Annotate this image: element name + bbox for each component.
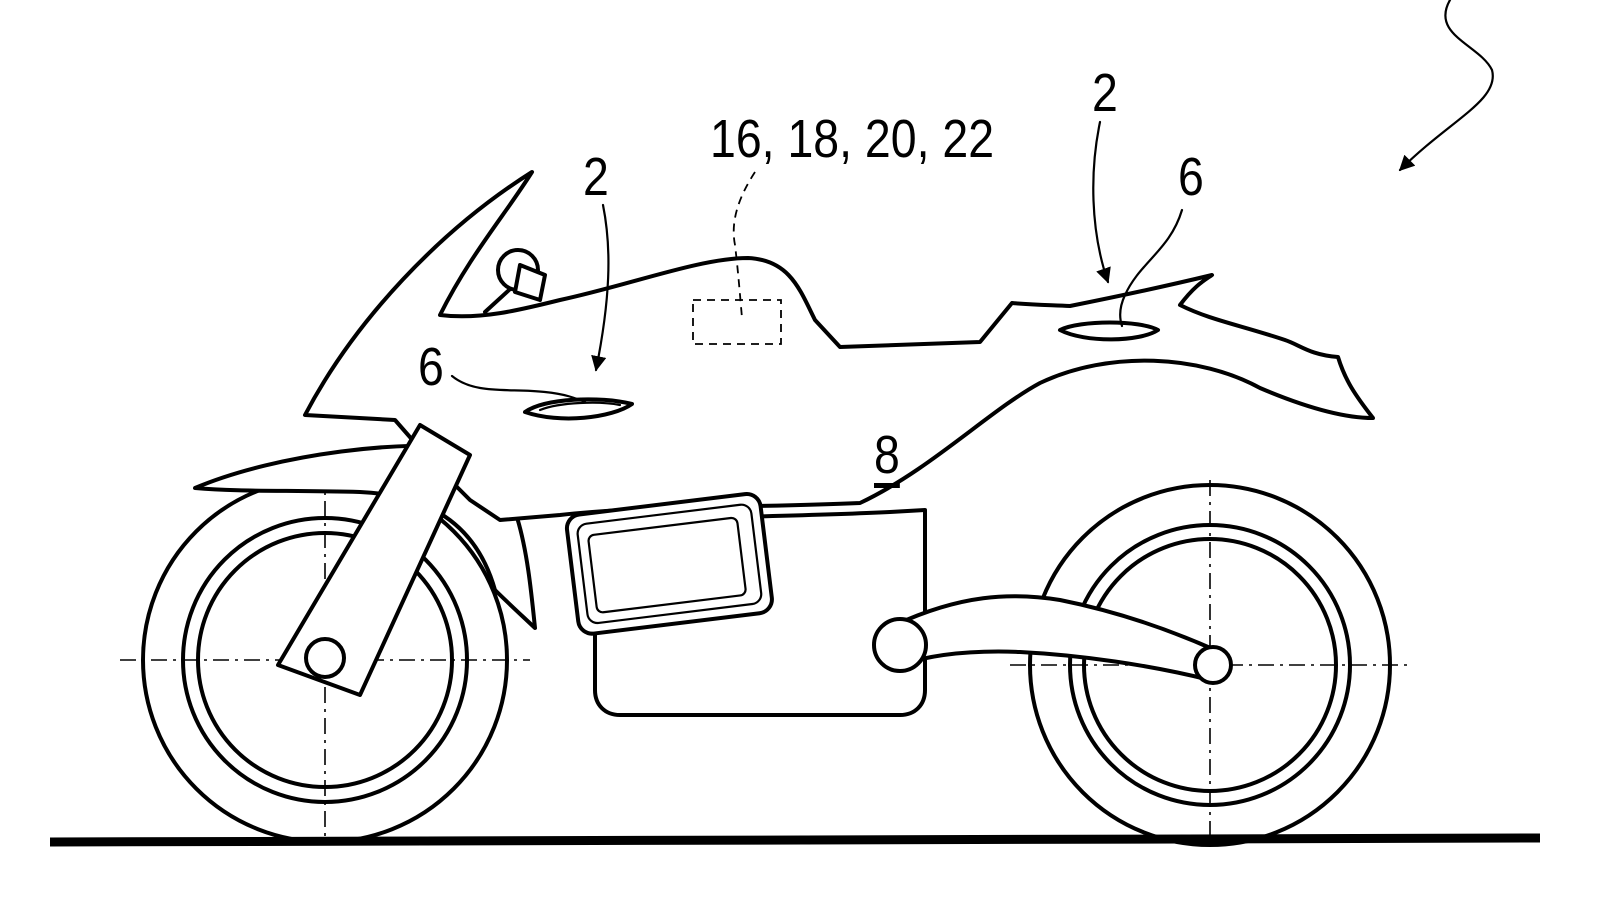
hidden-component-box	[692, 299, 782, 345]
engine-block	[564, 492, 927, 717]
label-2-rear: 2	[1092, 63, 1118, 123]
front-fork	[276, 423, 472, 697]
handlebar	[483, 248, 547, 314]
swingarm	[872, 594, 1233, 685]
reference-arrow-top-right	[1398, 0, 1494, 172]
leader-line-6-front	[450, 374, 587, 404]
label-2-front: 2	[583, 147, 609, 207]
label-8: 8	[874, 425, 900, 485]
leader-line-group	[732, 171, 756, 319]
ground-line	[49, 833, 1541, 847]
label-6-front: 6	[418, 337, 444, 397]
leader-arrow-2-rear	[1092, 120, 1111, 284]
leader-line-6-rear	[1119, 208, 1184, 328]
front-indicator-light	[523, 397, 634, 421]
label-group: 16, 18, 20, 22	[710, 109, 995, 169]
label-6-rear: 6	[1178, 147, 1204, 207]
front-wheel	[120, 470, 530, 844]
leader-arrow-2-front	[591, 203, 610, 372]
rear-indicator-light	[1058, 320, 1160, 342]
